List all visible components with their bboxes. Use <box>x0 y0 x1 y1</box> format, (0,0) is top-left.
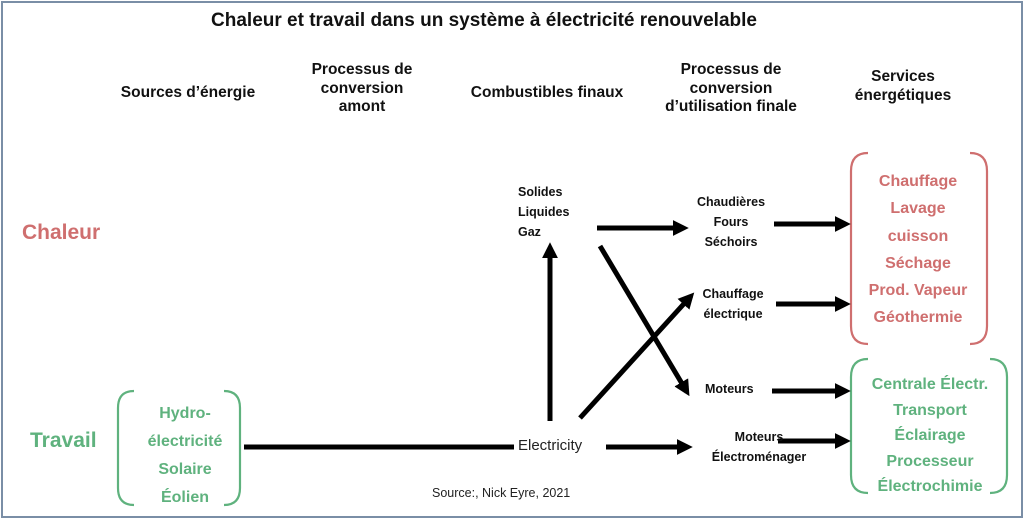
boilers-item: Chaudières <box>696 195 766 209</box>
fuel-item: Solides <box>518 185 563 199</box>
work-service-item: Éclairage <box>894 427 966 445</box>
boilers-item: Séchoirs <box>704 235 758 249</box>
fuel-item: Liquides <box>518 205 570 219</box>
boilers-item: Fours <box>713 215 749 229</box>
electric-heating-line: électrique <box>703 307 763 321</box>
upstream-line-3: amont <box>338 98 386 116</box>
motors-appliances-line: Électroménager <box>711 450 807 464</box>
heat-service-item: Géothermie <box>873 309 963 327</box>
row-label-heat: Chaleur <box>22 221 101 244</box>
electric-heating-line: Chauffage <box>702 287 764 301</box>
work-service-item: Centrale Électr. <box>871 376 989 393</box>
column-header-end-use: Processus de conversion d’utilisation fi… <box>665 61 797 117</box>
work-services-bracket-left <box>849 357 869 495</box>
work-services-bracket-right <box>989 357 1009 495</box>
source-note: Source:, Nick Eyre, 2021 <box>432 486 571 500</box>
sources-bracket-left <box>116 389 135 507</box>
heat-services-list: Chauffage Lavage cuisson Séchage Prod. V… <box>869 168 968 332</box>
end-use-line-3: d’utilisation finale <box>665 98 797 116</box>
electricity-node: Electricity <box>518 437 583 454</box>
column-header-sources: Sources d’énergie <box>120 84 256 101</box>
electric-heating-node: Chauffage électrique <box>702 284 763 324</box>
heat-service-item: Chauffage <box>878 173 958 190</box>
heat-services-bracket-left <box>849 151 869 346</box>
fuel-item: Gaz <box>518 225 541 239</box>
end-use-line-1: Processus de <box>680 61 782 78</box>
motors-appliances-line: Moteurs <box>734 430 784 444</box>
heat-service-item: cuisson <box>887 227 949 245</box>
column-header-final-fuels: Combustibles finaux <box>470 84 624 101</box>
services-line-1: Services <box>871 68 935 85</box>
end-use-line-2: conversion <box>689 79 773 97</box>
work-service-item: Transport <box>893 401 967 419</box>
boilers-node: Chaudières Fours Séchoirs <box>697 192 765 252</box>
upstream-line-1: Processus de <box>311 61 413 78</box>
column-header-upstream: Processus de conversion amont <box>312 61 413 117</box>
heat-service-item: Lavage <box>890 200 946 218</box>
heat-service-item: Prod. Vapeur <box>868 282 968 300</box>
diagram-title: Chaleur et travail dans un système à éle… <box>211 10 757 31</box>
source-item: Éolien <box>160 489 209 506</box>
heat-services-bracket-right <box>969 151 989 346</box>
source-item: Solaire <box>158 461 212 478</box>
work-service-item: Électrochimie <box>877 478 983 496</box>
source-item: Hydro- <box>159 405 211 422</box>
work-service-item: Processeur <box>886 452 974 470</box>
energy-sources-list: Hydro- électricité Solaire Éolien <box>148 400 223 512</box>
final-fuels-node: Solides Liquides Gaz <box>518 182 569 242</box>
arrow-electricity-to-electric-heating <box>578 292 695 420</box>
motors-node: Moteurs <box>705 382 754 396</box>
sources-bracket-right <box>223 389 242 507</box>
upstream-line-2: conversion <box>320 79 404 97</box>
motors-appliances-node: Moteurs Électroménager <box>712 427 806 467</box>
arrow-fuels-to-motors <box>597 244 690 397</box>
row-label-work: Travail <box>30 429 97 452</box>
heat-service-item: Séchage <box>885 254 951 272</box>
column-header-services: Services énergétiques <box>855 68 951 105</box>
services-line-2: énergétiques <box>854 86 952 104</box>
source-item: électricité <box>147 433 223 450</box>
work-services-list: Centrale Électr. Transport Éclairage Pro… <box>872 372 989 500</box>
